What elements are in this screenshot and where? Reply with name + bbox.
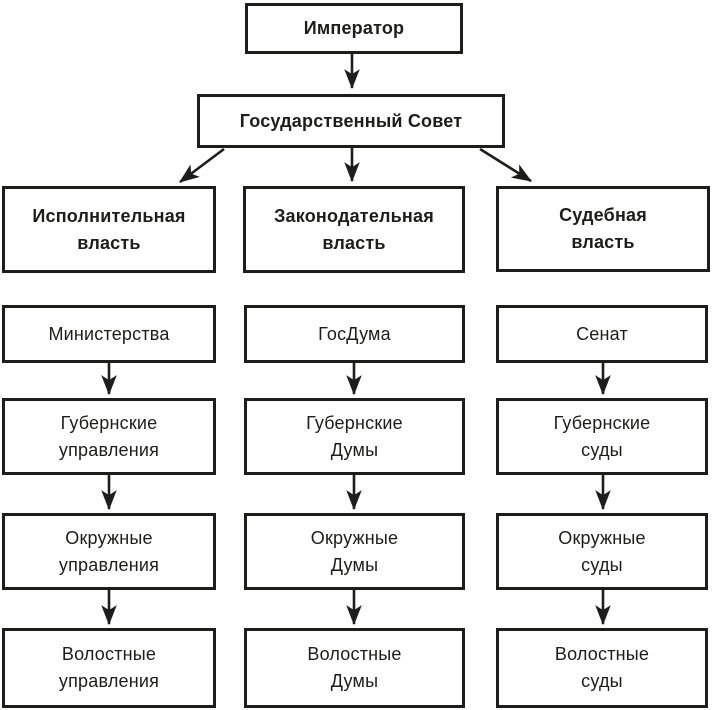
- node-provincial-administrations-label: Губернские управления: [58, 412, 160, 460]
- node-executive-power-label: Исполнительная власть: [32, 205, 186, 253]
- node-ministries-label: Министерства: [48, 323, 170, 344]
- node-district-courts: Окружные суды: [496, 513, 708, 590]
- node-volost-courts-label: Волостные суды: [554, 644, 650, 691]
- node-provincial-courts-label: Губернские суды: [553, 412, 651, 460]
- node-ministries: Министерства: [2, 305, 216, 363]
- node-district-administrations-label: Окружные управления: [58, 527, 160, 575]
- node-executive-power-header: Исполнительная власть: [2, 186, 216, 273]
- node-volost-courts: Волостные суды: [496, 628, 708, 708]
- arrow-council-to-judicial: [479, 147, 532, 183]
- node-legislative-power-label: Законодательная власть: [274, 205, 434, 253]
- node-volost-administrations-label: Волостные управления: [58, 644, 160, 691]
- node-volost-dumas: Волостные Думы: [244, 628, 465, 708]
- node-provincial-courts: Губернские суды: [496, 398, 708, 475]
- node-judicial-power-header: Судебная власть: [496, 186, 710, 272]
- node-volost-administrations: Волостные управления: [2, 628, 216, 708]
- node-senate: Сенат: [496, 305, 708, 363]
- node-emperor-label: Император: [303, 18, 405, 38]
- node-district-dumas: Окружные Думы: [244, 513, 465, 590]
- node-volost-dumas-label: Волостные Думы: [307, 644, 402, 691]
- node-district-administrations: Окружные управления: [2, 513, 216, 590]
- node-district-courts-label: Окружные суды: [558, 527, 646, 575]
- arrow-council-to-executive: [179, 147, 225, 184]
- node-state-council-label: Государственный Совет: [239, 110, 463, 131]
- node-legislative-power-header: Законодательная власть: [243, 186, 465, 273]
- node-provincial-dumas: Губернские Думы: [244, 398, 465, 475]
- node-district-dumas-label: Окружные Думы: [310, 527, 399, 575]
- node-state-council: Государственный Совет: [197, 94, 505, 148]
- node-senate-label: Сенат: [576, 323, 628, 344]
- node-judicial-power-label: Судебная власть: [559, 205, 647, 252]
- node-emperor: Император: [245, 3, 463, 54]
- node-provincial-administrations: Губернские управления: [2, 398, 216, 475]
- node-provincial-dumas-label: Губернские Думы: [306, 412, 403, 460]
- node-gosduma: ГосДума: [244, 305, 465, 363]
- node-gosduma-label: ГосДума: [318, 323, 391, 344]
